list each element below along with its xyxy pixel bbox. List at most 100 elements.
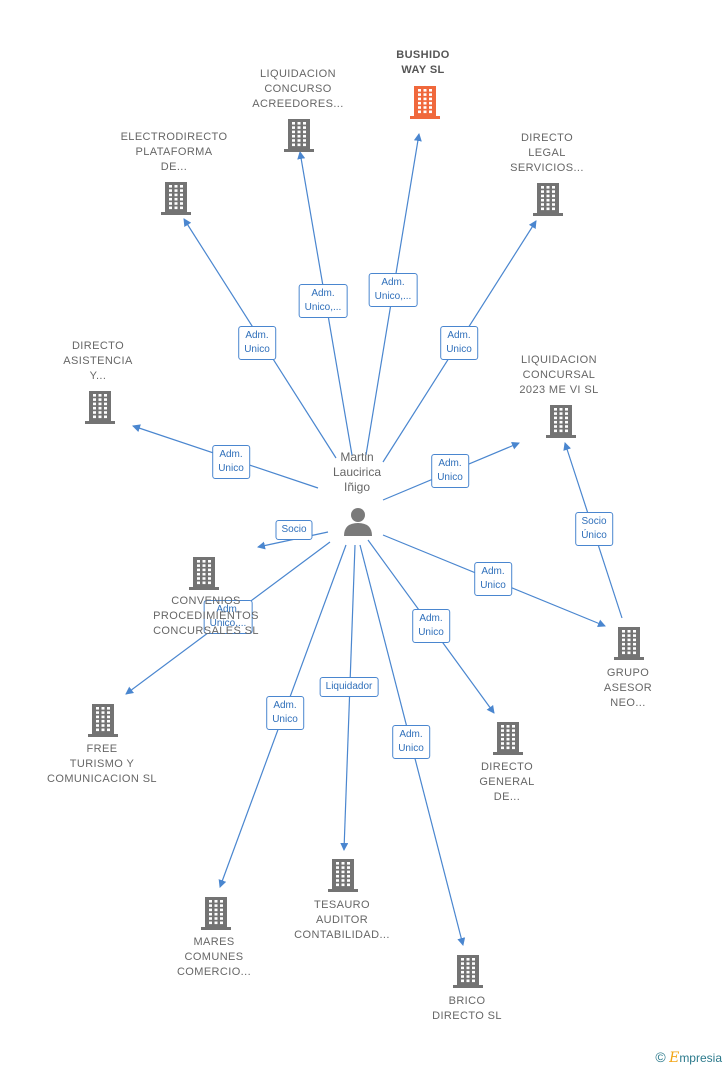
company-label-line: ELECTRODIRECTO bbox=[120, 130, 228, 143]
edge-label-line: Adm. bbox=[311, 288, 335, 299]
edge-layer bbox=[125, 133, 623, 946]
company-label-brico-directo[interactable]: BRICO DIRECTO SL bbox=[382, 994, 552, 1024]
company-label-line: CONCURSALES SL bbox=[153, 624, 259, 637]
edge-label-line: Unico bbox=[398, 743, 424, 754]
company-label-line: LIQUIDACION bbox=[521, 353, 597, 366]
empresia-logo[interactable]: © Empresia bbox=[655, 1049, 722, 1066]
person-icon[interactable] bbox=[344, 508, 372, 536]
edge-label-directo-asistencia[interactable]: Adm. Unico bbox=[212, 445, 250, 479]
building-icon[interactable] bbox=[189, 557, 219, 590]
edge-label-line: Socio bbox=[281, 524, 307, 535]
edge-label-line: Unico bbox=[244, 344, 270, 355]
company-label-line: WAY SL bbox=[401, 64, 445, 76]
edge-label-line: Unico bbox=[480, 580, 506, 591]
edge-label-line: Unico bbox=[218, 463, 244, 474]
building-icon[interactable] bbox=[161, 182, 191, 215]
company-label-line: DIRECTO bbox=[480, 760, 534, 773]
company-label-line: ASESOR bbox=[603, 681, 653, 694]
company-label-line: GRUPO bbox=[606, 666, 650, 679]
company-label-line: TESAURO bbox=[314, 898, 370, 911]
edge-label-line: Unico bbox=[437, 472, 463, 483]
edge-label-line: Adm. bbox=[399, 729, 423, 740]
company-label-line: PLATAFORMA bbox=[135, 145, 213, 158]
company-label-line: LEGAL bbox=[528, 146, 566, 159]
edge-label-line: Adm. bbox=[245, 330, 269, 341]
company-label-line: 2023 ME VI SL bbox=[519, 383, 599, 396]
company-label-line: FREE bbox=[86, 742, 118, 755]
edge-label-directo-general[interactable]: Adm. Unico bbox=[412, 609, 450, 643]
company-label-line: SERVICIOS... bbox=[510, 161, 584, 174]
edge-label-free-turismo[interactable]: Adm.Unico,... bbox=[203, 600, 253, 634]
edge-label-line: Adm. bbox=[447, 330, 471, 341]
edge-label-directo-legal[interactable]: Adm. Unico bbox=[440, 326, 478, 360]
edge-label-convenios[interactable]: Socio bbox=[275, 520, 313, 540]
building-icon[interactable] bbox=[88, 704, 118, 737]
company-label-line: DIRECTO bbox=[520, 131, 574, 144]
edge-label-line: Unico bbox=[446, 344, 472, 355]
building-icon[interactable] bbox=[546, 405, 576, 438]
building-icon[interactable] bbox=[284, 119, 314, 152]
company-label-line: TURISMO Y bbox=[69, 757, 135, 770]
edge-label-bushido-way[interactable]: Adm.Unico,... bbox=[368, 273, 418, 307]
edge-label-line: Adm. bbox=[219, 449, 243, 460]
building-icon[interactable] bbox=[614, 627, 644, 660]
building-icon[interactable] bbox=[453, 955, 483, 988]
company-label-line: ASISTENCIA bbox=[63, 354, 133, 367]
company-label-line: DIRECTO bbox=[71, 339, 125, 352]
company-label-convenios[interactable]: CONVENIOS PROCEDIMIENTOS CONCURSALES SL bbox=[121, 594, 291, 639]
company-label-line: NEO... bbox=[610, 696, 646, 709]
edge-label-line: Adm. bbox=[273, 700, 297, 711]
company-label-line: PROCEDIMIENTOS bbox=[153, 609, 259, 622]
company-label-electrodirecto[interactable]: ELECTRODIRECTO PLATAFORMA DE... bbox=[89, 130, 259, 175]
company-label-line: CONTABILIDAD... bbox=[294, 928, 390, 941]
edge-label-line: Unico bbox=[418, 627, 444, 638]
company-label-line: DE... bbox=[160, 160, 188, 173]
company-label-line: DIRECTO SL bbox=[432, 1010, 502, 1022]
building-icon[interactable] bbox=[85, 391, 115, 424]
edge-label-line: Unico,... bbox=[304, 302, 342, 313]
edge-label-line: Adm. bbox=[419, 613, 443, 624]
building-icon[interactable] bbox=[410, 86, 440, 119]
edge-label-liquidacion-concurso[interactable]: Adm. Unico,... bbox=[298, 284, 348, 318]
company-label-line: BRICO bbox=[448, 995, 486, 1007]
company-label-line: MARES bbox=[193, 935, 235, 948]
building-icon[interactable] bbox=[493, 722, 523, 755]
person-label-line: Laucirica bbox=[332, 464, 382, 479]
company-label-line: LIQUIDACION bbox=[260, 67, 336, 80]
building-icon[interactable] bbox=[533, 183, 563, 216]
edge-label-liquidacion-concursal[interactable]: Adm.Unico bbox=[431, 454, 469, 488]
company-label-line: GENERAL bbox=[479, 775, 535, 788]
edge-label-brico-directo[interactable]: Adm. Unico bbox=[392, 725, 430, 759]
edge-label-line: Único bbox=[581, 530, 607, 541]
edge-label-line: Unico bbox=[272, 714, 298, 725]
company-label-free-turismo[interactable]: FREE TURISMO Y COMUNICACION SL bbox=[17, 742, 187, 787]
edge-label-line: Unico,... bbox=[209, 618, 247, 629]
edge-label-tesauro[interactable]: Liquidador bbox=[319, 677, 379, 697]
company-label-directo-legal[interactable]: DIRECTO LEGAL SERVICIOS... bbox=[462, 131, 632, 176]
brand-initial: E bbox=[669, 1050, 680, 1066]
person-label-line: Martin bbox=[340, 449, 374, 464]
person-label-line: Iñigo bbox=[343, 479, 371, 494]
edge-label-mares-comunes[interactable]: Adm. Unico bbox=[266, 696, 304, 730]
company-label-line: CONVENIOS bbox=[171, 594, 241, 607]
edge-label-line: Unico,... bbox=[374, 291, 412, 302]
edge-label-grupo-asesor[interactable]: Adm.Unico bbox=[474, 562, 512, 596]
brand-name: mpresia bbox=[679, 1051, 722, 1065]
building-icon[interactable] bbox=[201, 897, 231, 930]
edge-label-line: Liquidador bbox=[325, 681, 373, 692]
edge-label-line: Socio bbox=[581, 516, 607, 527]
building-icon[interactable] bbox=[328, 859, 358, 892]
edge-label-electrodirecto[interactable]: Adm. Unico bbox=[238, 326, 276, 360]
company-label-grupo-asesor[interactable]: GRUPO ASESOR NEO... bbox=[543, 666, 713, 711]
copyright-symbol: © bbox=[655, 1049, 666, 1065]
company-label-line: COMUNICACION SL bbox=[47, 772, 157, 785]
